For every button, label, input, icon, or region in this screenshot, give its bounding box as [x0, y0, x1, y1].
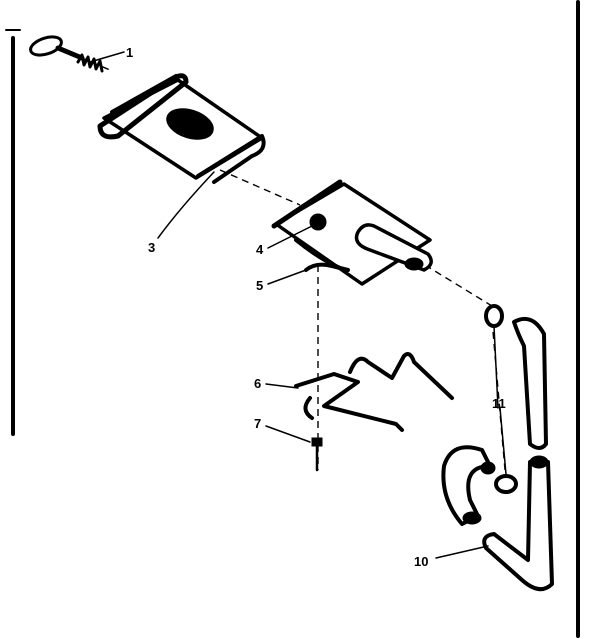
- damper-block-rim: [271, 179, 343, 229]
- callout-10: 10: [414, 554, 428, 569]
- knob-part: [29, 35, 85, 61]
- leader-1: [89, 51, 125, 63]
- drain-tube-part: [441, 317, 554, 592]
- washer-part-5: [304, 262, 350, 272]
- axis-lever-to-block: [219, 169, 301, 206]
- leader-11-upper: [493, 325, 499, 409]
- wire-rod-hook: [303, 396, 314, 420]
- callout-7: 7: [254, 416, 261, 431]
- callout-6: 6: [254, 376, 261, 391]
- leader-5: [267, 269, 307, 285]
- knob-shaft: [55, 45, 85, 61]
- wire-rod-lower: [294, 372, 404, 432]
- lever-plate-roll-line: [110, 74, 178, 114]
- drain-tube-lower-top: [529, 455, 549, 469]
- callout-5: 5: [256, 278, 263, 293]
- lever-plate-roll-right: [196, 134, 266, 184]
- small-screw-part: [311, 437, 323, 472]
- callout-11: 11: [492, 396, 506, 411]
- wire-rod-upper: [348, 352, 454, 400]
- damper-block-part: [271, 179, 433, 286]
- callout-4: 4: [256, 242, 264, 257]
- leader-3: [157, 171, 215, 239]
- knob-cap: [29, 35, 63, 57]
- drain-tube-u-bend-mouth: [462, 511, 482, 525]
- leader-10: [435, 545, 489, 559]
- spring-part: [76, 53, 104, 73]
- lever-plate-hole: [166, 108, 214, 140]
- lever-plate-part: [97, 73, 266, 184]
- drain-tube-u-bend: [441, 445, 492, 526]
- callout-labels: 1 3 4 5 6 7 10 11: [126, 45, 506, 569]
- leader-11-lower: [499, 407, 507, 475]
- drain-tube-lower-elbow: [482, 460, 554, 592]
- leader-6: [265, 383, 299, 389]
- leader-lines: [89, 51, 507, 559]
- hose-clamp-lower: [494, 474, 518, 494]
- hose-clamp-parts: [484, 304, 518, 494]
- screw-head-part-4: [309, 213, 327, 231]
- axis-block-to-tube: [424, 264, 493, 307]
- drain-tube-upper-elbow: [512, 317, 548, 450]
- callout-1: 1: [126, 45, 133, 60]
- frame: [5, 0, 580, 638]
- lever-plate-roll-left: [97, 73, 189, 140]
- damper-block-body: [274, 182, 432, 286]
- wire-rod-part: [294, 352, 454, 432]
- leader-4: [267, 225, 313, 249]
- spring-coils: [76, 53, 104, 73]
- leader-7: [265, 425, 311, 443]
- hose-clamp-upper: [484, 304, 504, 328]
- drain-tube-u-bend-end: [480, 461, 496, 475]
- damper-block-tube-end: [404, 257, 424, 271]
- callout-3: 3: [148, 240, 155, 255]
